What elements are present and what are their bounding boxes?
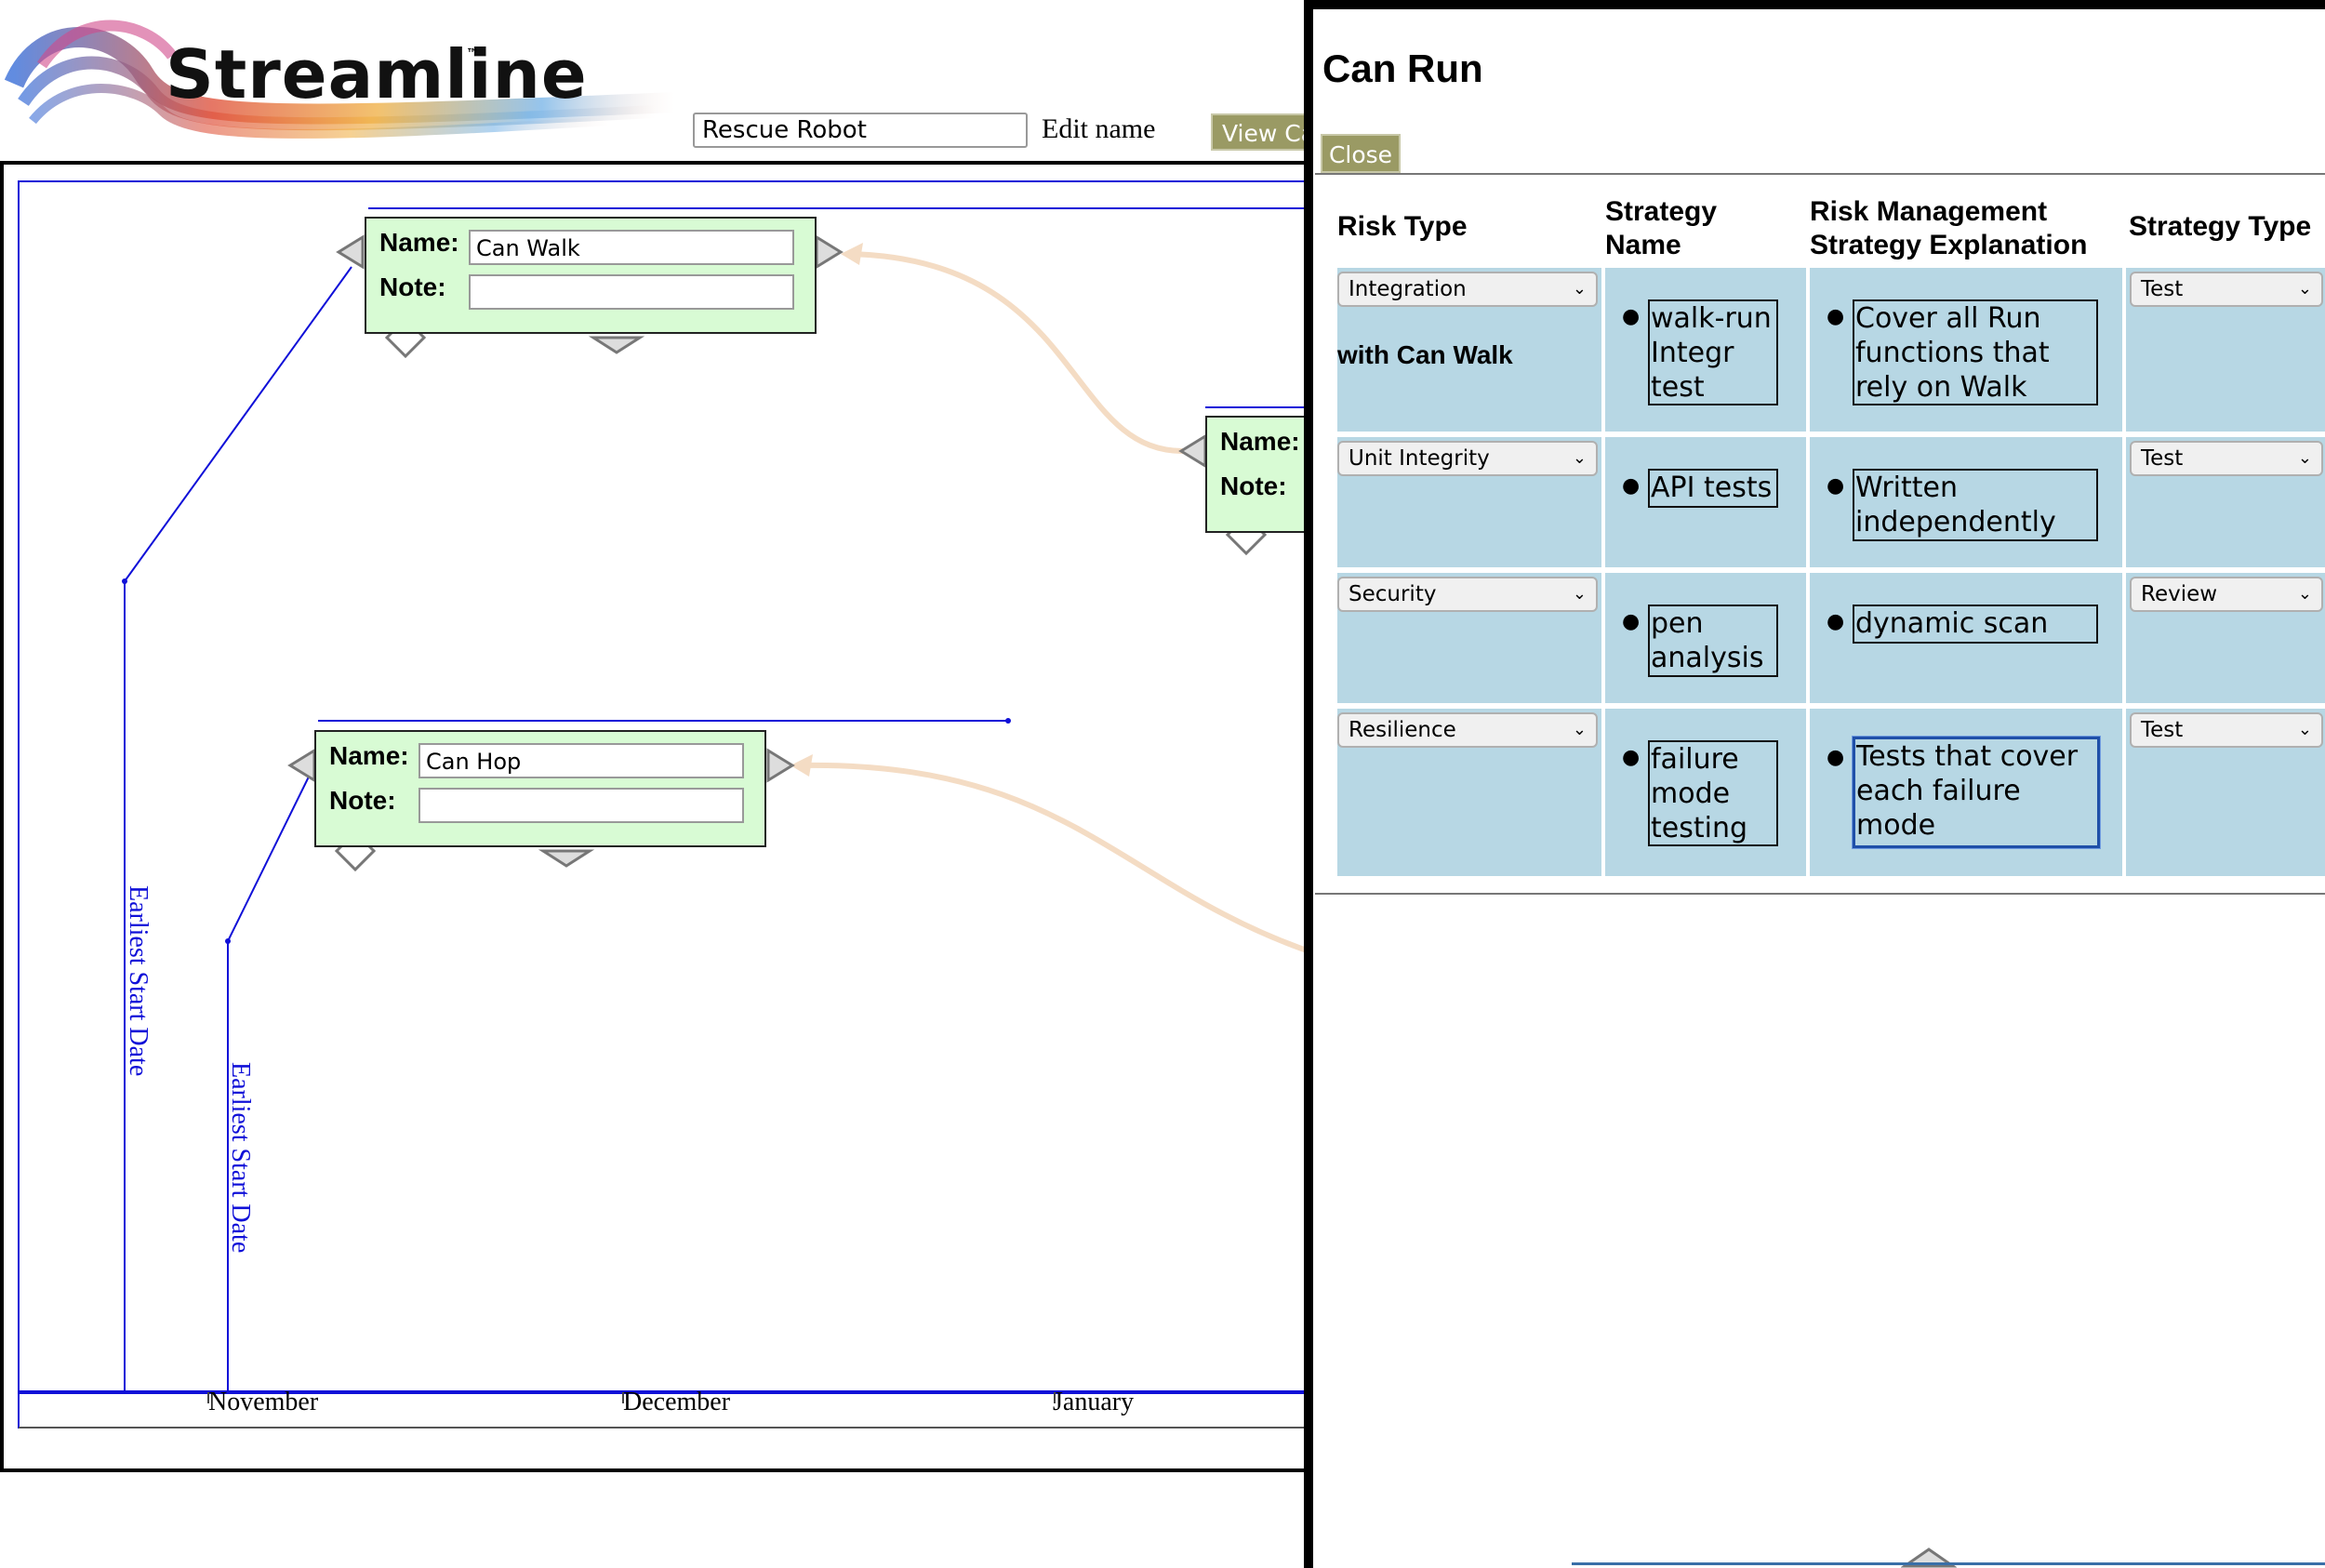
strategy-name-field[interactable]: failure mode testing — [1648, 740, 1778, 846]
earliest-start-date-label: Earliest Start Date — [124, 885, 153, 1077]
bullet-icon: ● — [1622, 305, 1641, 328]
risk-extra-label: with Can Walk — [1337, 340, 1513, 369]
node-note-label: Note: — [1220, 472, 1287, 500]
chevron-down-icon: ⌄ — [1572, 584, 1587, 604]
node-right-handle — [815, 234, 844, 270]
bullet-icon: ● — [1622, 746, 1641, 769]
close-button[interactable]: Close — [1321, 134, 1401, 173]
chevron-down-icon: ⌄ — [2297, 279, 2312, 299]
logo-swirl-icon — [4, 20, 675, 139]
month-label: January — [1053, 1388, 1135, 1416]
column-header-strategy-name: Strategy Name — [1605, 196, 1718, 260]
month-label: November — [208, 1388, 319, 1416]
risk-type-select[interactable]: Resilience⌄ — [1337, 712, 1598, 748]
node-name-input[interactable]: Can Walk — [469, 230, 794, 265]
node-note-label: Note: — [379, 272, 446, 301]
month-label: December — [623, 1388, 731, 1416]
strategy-type-select[interactable]: Test⌄ — [2130, 441, 2323, 476]
risk-table: Risk Type Strategy Name Risk Management … — [1315, 173, 2325, 895]
bullet-icon: ● — [1622, 474, 1641, 498]
bullet-icon: ● — [1827, 305, 1845, 328]
explanation-field[interactable]: Tests that cover each failure mode — [1853, 737, 2100, 848]
chevron-down-icon: ⌄ — [2297, 584, 2312, 604]
strategy-type-select[interactable]: Test⌄ — [2130, 712, 2323, 748]
chevron-down-icon: ⌄ — [1572, 448, 1587, 468]
explanation-field[interactable]: Cover all Run functions that rely on Wal… — [1853, 299, 2098, 405]
timeline-canvas[interactable]: Earliest Start Date Earliest Start Date … — [0, 161, 1326, 1472]
strategy-name-field[interactable]: walk-run Integr test — [1648, 299, 1778, 405]
column-header-risk-type: Risk Type — [1337, 211, 1468, 242]
column-header-explanation: Risk Management Strategy Explanation — [1810, 196, 2088, 260]
earliest-start-date-label: Earliest Start Date — [226, 1062, 255, 1254]
node-note-input[interactable] — [469, 274, 794, 310]
strategy-name-field[interactable]: pen analysis — [1648, 605, 1778, 677]
edit-name-label: Edit name — [1042, 113, 1156, 144]
node-note-input[interactable] — [418, 788, 744, 823]
strategy-type-select[interactable]: Test⌄ — [2130, 272, 2323, 307]
column-header-strategy-type: Strategy Type — [2129, 211, 2312, 242]
node-left-handle — [336, 234, 365, 270]
bullet-icon: ● — [1622, 610, 1641, 633]
risk-type-select[interactable]: Integration⌄ — [1337, 272, 1598, 307]
task-node-can-hop[interactable]: Name: Note: Can Hop — [314, 730, 766, 847]
task-node-can-walk[interactable]: Name: Note: Can Walk — [365, 217, 817, 334]
chevron-down-icon: ⌄ — [2297, 448, 2312, 468]
bullet-icon: ● — [1827, 474, 1845, 498]
node-name-label: Name: — [329, 741, 409, 770]
chevron-down-icon: ⌄ — [1572, 720, 1587, 739]
risk-type-select[interactable]: Unit Integrity⌄ — [1337, 441, 1598, 476]
chevron-down-icon: ⌄ — [1572, 279, 1587, 299]
view-button[interactable]: View Ca — [1211, 113, 1309, 151]
bullet-icon: ● — [1827, 746, 1845, 769]
strategy-type-select[interactable]: Review⌄ — [2130, 577, 2323, 612]
node-name-label: Name: — [1220, 427, 1300, 456]
explanation-field[interactable]: dynamic scan — [1853, 605, 2098, 644]
risk-type-select[interactable]: Security⌄ — [1337, 577, 1598, 612]
panel-title: Can Run — [1322, 47, 1483, 90]
bullet-icon: ● — [1827, 610, 1845, 633]
risk-panel: Can Run Close Risk Type Strategy Name Ri… — [1304, 0, 2325, 1568]
logo-text: Streamline — [166, 35, 588, 113]
chevron-down-icon: ⌄ — [2297, 720, 2312, 739]
node-name-input[interactable]: Can Hop — [418, 743, 744, 778]
explanation-field[interactable]: Written independently — [1853, 469, 2098, 541]
streamline-logo: Streamline ™ — [4, 9, 684, 158]
logo-trademark: ™ — [466, 47, 479, 61]
node-handle-icon — [1901, 1548, 1957, 1568]
node-note-label: Note: — [329, 786, 396, 815]
strategy-name-field[interactable]: API tests — [1648, 469, 1778, 508]
node-name-label: Name: — [379, 228, 459, 257]
project-name-input[interactable] — [693, 113, 1028, 148]
hidden-node-edge — [1572, 1562, 2325, 1565]
